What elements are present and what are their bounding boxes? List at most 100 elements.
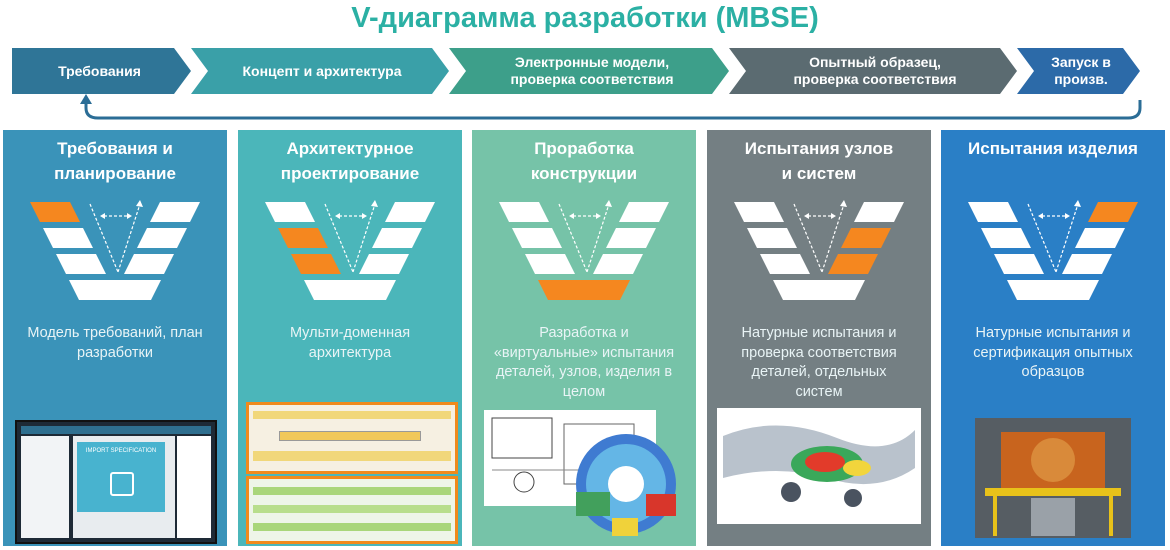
column-title: Требования и планирование — [54, 139, 176, 183]
dashed-arrow-up-icon — [586, 203, 610, 273]
v-segment-b — [538, 280, 630, 300]
test-rig-photo — [975, 418, 1131, 538]
dashed-arrow-up-icon — [821, 203, 845, 273]
column-title: Архитектурное проектирование — [280, 139, 420, 183]
v-segment-l2 — [278, 228, 328, 248]
v-segment-l3 — [291, 254, 341, 274]
arrowhead-right-icon — [596, 213, 601, 219]
puzzle-icon — [110, 472, 134, 496]
stress-analysis-part — [717, 408, 921, 524]
column-description: Мульти-доменная архитектура — [289, 325, 411, 361]
v-segment-r2 — [372, 228, 422, 248]
v-segment-l2 — [512, 228, 562, 248]
v-segment-r2 — [137, 228, 187, 248]
arrowhead-left-icon — [100, 213, 105, 219]
v-segment-b — [773, 280, 865, 300]
v-model-icon — [499, 200, 669, 300]
dashed-arrow-down-icon — [324, 203, 354, 273]
v-segment-l1 — [734, 202, 784, 222]
v-segment-r3 — [359, 254, 409, 274]
arrowhead-up-icon — [1074, 200, 1081, 207]
column-description: Натурные испытания и сертификация опытны… — [973, 325, 1133, 380]
column-title: Проработка конструкции — [530, 139, 638, 183]
process-step-launch: Запуск в произв. — [1032, 48, 1130, 94]
import-specification-text: IMPORT SPECIFICATION — [85, 448, 157, 454]
v-segment-b — [304, 280, 396, 300]
process-step-label: Электронные модели, проверка соответстви… — [510, 54, 674, 87]
arrowhead-left-icon — [335, 213, 340, 219]
process-step-prototype: Опытный образец, проверка соответствия — [744, 48, 1006, 94]
arrowhead-up-icon — [136, 200, 143, 207]
arrowhead-right-icon — [1065, 213, 1070, 219]
page-title: V-диаграмма разработки (MBSE) — [351, 2, 819, 34]
v-model-icon — [30, 200, 200, 300]
arrowhead-right-icon — [362, 213, 367, 219]
column-product-testing: Испытания изделия Натурные испытания и с… — [941, 130, 1165, 546]
architecture-diagram-screenshot — [246, 402, 458, 474]
v-segment-b — [1007, 280, 1099, 300]
v-segment-l1 — [30, 202, 80, 222]
v-segment-l3 — [525, 254, 575, 274]
architecture-diagram-screenshot-2 — [246, 476, 458, 544]
v-segment-r1 — [150, 202, 200, 222]
v-segment-l2 — [981, 228, 1031, 248]
process-step-concept: Концепт и архитектура — [206, 48, 438, 94]
column-title: Испытания изделия — [968, 139, 1138, 158]
dashed-arrow-up-icon — [1055, 203, 1079, 273]
v-segment-r2 — [1075, 228, 1125, 248]
v-segment-b — [69, 280, 161, 300]
v-segment-r3 — [1062, 254, 1112, 274]
v-segment-r1 — [385, 202, 435, 222]
process-step-1-shape — [12, 48, 191, 94]
dashed-arrow-down-icon — [558, 203, 588, 273]
arrowhead-left-icon — [569, 213, 574, 219]
dashed-arrow-up-icon — [117, 203, 141, 273]
v-segment-l1 — [968, 202, 1018, 222]
requirements-software-screenshot: IMPORT SPECIFICATION — [15, 420, 217, 544]
arrowhead-left-icon — [1038, 213, 1043, 219]
column-requirements: Требования и планирование Модель требова… — [3, 130, 227, 546]
process-bar — [12, 48, 1142, 120]
process-step-label: Опытный образец, проверка соответствия — [793, 54, 957, 87]
arrowhead-right-icon — [831, 213, 836, 219]
dashed-arrow-up-icon — [352, 203, 376, 273]
v-segment-l2 — [747, 228, 797, 248]
v-segment-l3 — [760, 254, 810, 274]
dashed-arrow-down-icon — [793, 203, 823, 273]
v-segment-l1 — [499, 202, 549, 222]
column-description: Натурные испытания и проверка соответств… — [741, 325, 897, 400]
v-segment-r3 — [124, 254, 174, 274]
v-model-icon — [968, 200, 1138, 300]
v-segment-l3 — [56, 254, 106, 274]
v-model-icon — [734, 200, 904, 300]
arrowhead-up-icon — [605, 200, 612, 207]
process-step-label: Концепт и архитектура — [242, 62, 402, 79]
feedback-loop-arrow — [84, 100, 1142, 120]
column-title: Испытания узлов и систем — [744, 139, 894, 183]
v-model-icon — [265, 200, 435, 300]
v-segment-r2 — [606, 228, 656, 248]
column-description: Модель требований, план разработки — [27, 325, 203, 361]
v-segment-r1 — [619, 202, 669, 222]
column-design: Проработка конструкции Разработка и «вир… — [472, 130, 696, 546]
arrowhead-left-icon — [804, 213, 809, 219]
process-step-label: Запуск в произв. — [1051, 54, 1111, 87]
v-segment-r3 — [828, 254, 878, 274]
v-segment-r3 — [593, 254, 643, 274]
cad-simulation-gear — [556, 422, 696, 546]
dashed-arrow-down-icon — [1027, 203, 1057, 273]
v-segment-r2 — [841, 228, 891, 248]
v-segment-l3 — [994, 254, 1044, 274]
feedback-arrowhead-icon — [80, 94, 92, 104]
v-segment-l2 — [43, 228, 93, 248]
process-step-2-shape — [191, 48, 449, 94]
process-step-requirements: Требования — [12, 48, 187, 94]
v-segment-r1 — [1088, 202, 1138, 222]
process-step-electronic-models: Электронные модели, проверка соответстви… — [464, 48, 720, 94]
process-step-3-shape — [449, 48, 729, 94]
process-step-4-shape — [729, 48, 1017, 94]
column-description: Разработка и «виртуальные» испытания дет… — [493, 325, 675, 400]
column-architecture: Архитектурное проектирование Мульти-доме… — [238, 130, 462, 546]
arrowhead-up-icon — [840, 200, 847, 207]
v-segment-l1 — [265, 202, 315, 222]
